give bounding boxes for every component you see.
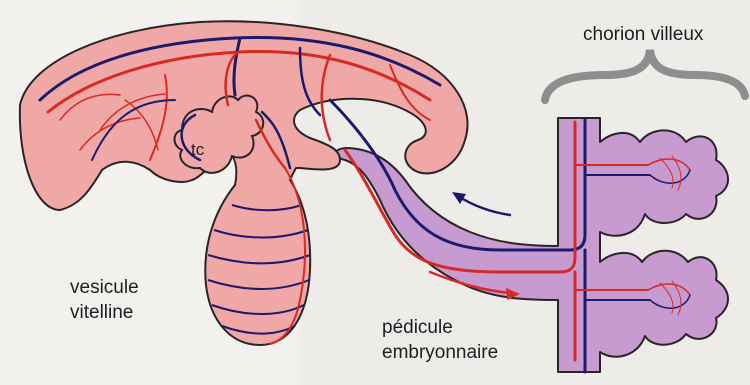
- label-chorion-villeux: chorion villeux: [583, 24, 704, 45]
- label-embryonnaire: embryonnaire: [382, 342, 498, 363]
- label-vesicule: vesicule: [70, 277, 139, 298]
- label-pedicule: pédicule: [382, 317, 453, 338]
- label-vitelline: vitelline: [70, 302, 133, 323]
- label-tc: tc: [191, 140, 205, 159]
